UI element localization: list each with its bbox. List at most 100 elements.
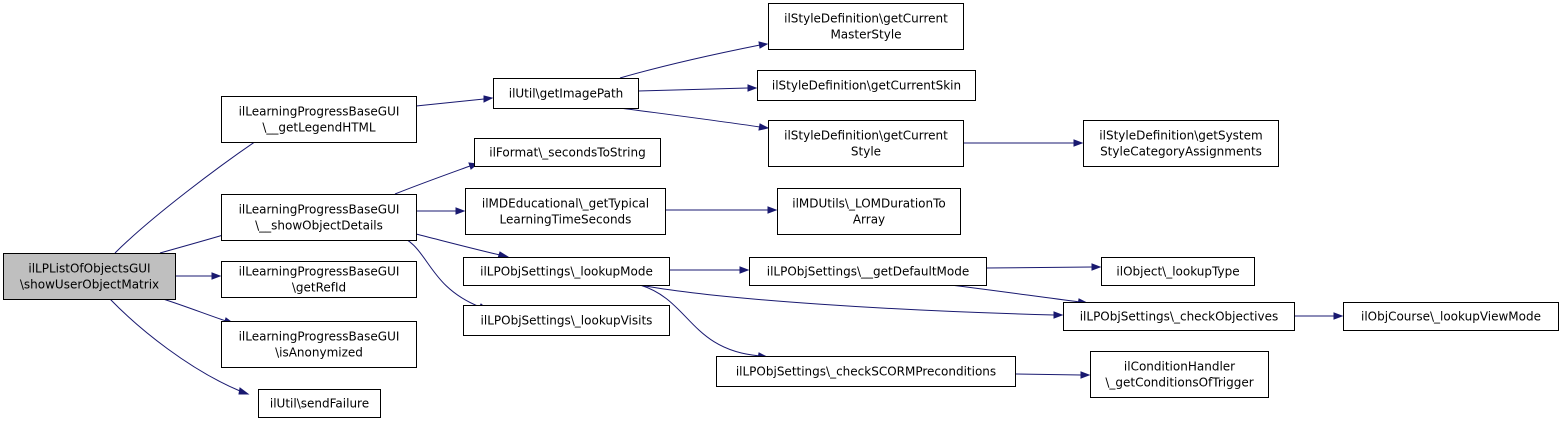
node-box	[1083, 120, 1279, 167]
edge-n6-n9	[619, 107, 770, 131]
node-box	[757, 70, 976, 101]
node-label-line: ilStyleDefinition\getSystem	[1099, 129, 1262, 143]
node-label-line: ilMDUtils\_LOMDurationTo	[792, 197, 946, 211]
node-n10[interactable]: ilStyleDefinition\getSystemStyleCategory…	[1083, 120, 1279, 167]
node-label-line: \__showObjectDetails	[255, 219, 383, 233]
edge-line	[394, 165, 471, 195]
edge-n20-n21	[1014, 371, 1091, 379]
node-n8[interactable]: ilStyleDefinition\getCurrentSkin	[757, 70, 976, 101]
node-n16[interactable]: ilLPObjSettings\__getDefaultMode	[749, 257, 987, 286]
node-n20[interactable]: ilLPObjSettings\_checkSCORMPreconditions	[716, 356, 1016, 387]
arrowhead-icon	[747, 84, 758, 92]
node-label-line: ilObjCourse\_lookupViewMode	[1361, 310, 1541, 324]
arrowhead-icon	[739, 266, 750, 274]
edge-n16-n17	[985, 263, 1102, 271]
node-label-line: ilFormat\_secondsToString	[489, 146, 646, 160]
edge-n12-n13	[665, 206, 778, 214]
node-n18[interactable]: ilLPObjSettings\_checkObjectives	[1063, 302, 1295, 331]
node-n2[interactable]: ilLearningProgressBaseGUI \__showObjectDe…	[221, 194, 417, 241]
node-n12[interactable]: ilMDEducational\_getTypicalLearningTimeS…	[465, 188, 666, 235]
edge-line	[637, 87, 749, 92]
edge-line	[639, 284, 1055, 316]
node-n3[interactable]: ilLearningProgressBaseGUI \getRefId	[221, 261, 417, 298]
node-label-line: Array	[853, 213, 885, 227]
edge-line	[985, 266, 1093, 269]
node-box	[1343, 302, 1559, 331]
node-box	[221, 321, 417, 368]
node-n11[interactable]: ilFormat\_secondsToString	[474, 138, 661, 167]
edge-n0-n4	[162, 298, 236, 325]
node-box	[777, 188, 961, 235]
arrowhead-icon	[1053, 311, 1064, 319]
edge-n6-n8	[637, 84, 758, 92]
edge-n2-n11	[394, 162, 479, 195]
node-n6[interactable]: ilUtil\getImagePath	[493, 78, 639, 109]
node-label-line: ilLPObjSettings\_checkObjectives	[1080, 310, 1279, 324]
node-label-line: \showUserObjectMatrix	[20, 278, 159, 292]
node-box	[463, 305, 670, 336]
edge-n0-n3	[175, 272, 222, 280]
node-label-line: ilLearningProgressBaseGUI	[239, 203, 400, 217]
arrowhead-icon	[1073, 139, 1084, 147]
node-box	[768, 120, 964, 167]
node-box	[474, 138, 661, 167]
node-label-line: ilUtil\sendFailure	[270, 397, 369, 411]
node-n14[interactable]: ilLPObjSettings\_lookupMode	[463, 257, 670, 286]
arrowhead-icon	[238, 387, 250, 395]
node-label-line: ilLearningProgressBaseGUI	[239, 105, 400, 119]
node-label-line: LearningTimeSeconds	[500, 213, 632, 227]
arrowhead-icon	[1333, 312, 1344, 320]
node-label-line: ilLPObjSettings\_lookupVisits	[481, 314, 653, 328]
arrowhead-icon	[767, 206, 778, 214]
node-box	[465, 188, 666, 235]
edge-line	[159, 232, 231, 254]
edge-n9-n10	[963, 139, 1084, 147]
edge-line	[619, 44, 761, 79]
arrowhead-icon	[211, 272, 222, 280]
node-box	[221, 261, 417, 298]
edge-line	[1014, 373, 1082, 376]
node-label-line: ilStyleDefinition\getCurrentSkin	[772, 79, 961, 93]
edge-n18-n19	[1294, 312, 1344, 320]
edge-n14-n16	[669, 266, 750, 274]
edge-line	[109, 298, 241, 392]
node-n1[interactable]: ilLearningProgressBaseGUI \__getLegendHTM…	[221, 96, 417, 143]
edge-line	[619, 107, 761, 128]
node-n21[interactable]: ilConditionHandler\_getConditionsOfTrigg…	[1090, 351, 1269, 398]
node-box	[463, 257, 670, 286]
edge-line	[949, 284, 1081, 303]
node-label-line: \getRefId	[292, 281, 346, 295]
node-n0[interactable]: ilLPListOfObjectsGUI\showUserObjectMatri…	[3, 253, 176, 300]
node-label-line: ilLearningProgressBaseGUI	[239, 265, 400, 279]
node-n4[interactable]: ilLearningProgressBaseGUI \isAnonymized	[221, 321, 417, 368]
node-box	[3, 253, 176, 300]
node-n19[interactable]: ilObjCourse\_lookupViewMode	[1343, 302, 1559, 331]
nodes: ilLPListOfObjectsGUI\showUserObjectMatri…	[3, 3, 1559, 418]
edge-n0-n5	[109, 298, 250, 395]
node-n17[interactable]: ilObject\_lookupType	[1101, 257, 1255, 286]
node-label-line: ilObject\_lookupType	[1116, 265, 1239, 279]
node-n15[interactable]: ilLPObjSettings\_lookupVisits	[463, 305, 670, 336]
node-label-line: ilMDEducational\_getTypical	[482, 197, 649, 211]
edge-n2-n12	[416, 207, 466, 215]
node-label-line: \isAnonymized	[275, 346, 363, 360]
edge-line	[639, 284, 761, 357]
edge-line	[162, 298, 227, 322]
arrowhead-icon	[1091, 263, 1102, 271]
node-label-line: ilConditionHandler	[1124, 360, 1235, 374]
edge-line	[415, 233, 501, 256]
arrowhead-icon	[758, 123, 770, 131]
node-label-line: \__getLegendHTML	[262, 121, 376, 135]
node-box	[258, 389, 381, 418]
arrowhead-icon	[483, 95, 494, 103]
edge-n2-n14	[415, 233, 510, 259]
arrowhead-icon	[758, 41, 769, 49]
node-box	[1090, 351, 1269, 398]
node-label-line: StyleCategoryAssignments	[1100, 145, 1262, 159]
node-n5[interactable]: ilUtil\sendFailure	[258, 389, 381, 418]
node-label-line: ilLearningProgressBaseGUI	[239, 330, 400, 344]
